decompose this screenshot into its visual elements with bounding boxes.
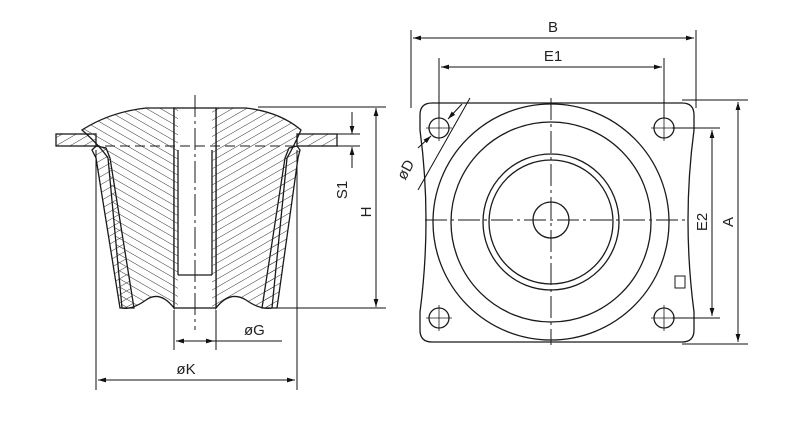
label-e1: E1: [544, 48, 562, 65]
label-g: øG: [244, 322, 265, 339]
label-d: øD: [394, 157, 418, 183]
square-mark: [674, 275, 686, 289]
label-e2: E2: [694, 213, 711, 231]
label-h: H: [358, 207, 375, 218]
label-k: øK: [176, 361, 195, 378]
base-plate-outline: [419, 102, 695, 343]
label-b: B: [548, 19, 558, 36]
top-view: [419, 98, 695, 345]
core-hatch-left: [174, 108, 178, 308]
label-s1: S1: [334, 181, 351, 199]
d-arrow-1: [447, 103, 463, 120]
rubber-body-right: [215, 107, 302, 310]
label-a: A: [720, 217, 737, 227]
flange-right-tab: [296, 133, 338, 147]
top-dimensions: [410, 30, 748, 345]
side-dimensions: [95, 106, 386, 390]
d-arrow-2: [417, 135, 432, 149]
d-leader: [417, 97, 471, 191]
rubber-body-left: [80, 107, 175, 310]
core-hatch-right: [212, 108, 216, 308]
side-section-view: [55, 95, 338, 330]
